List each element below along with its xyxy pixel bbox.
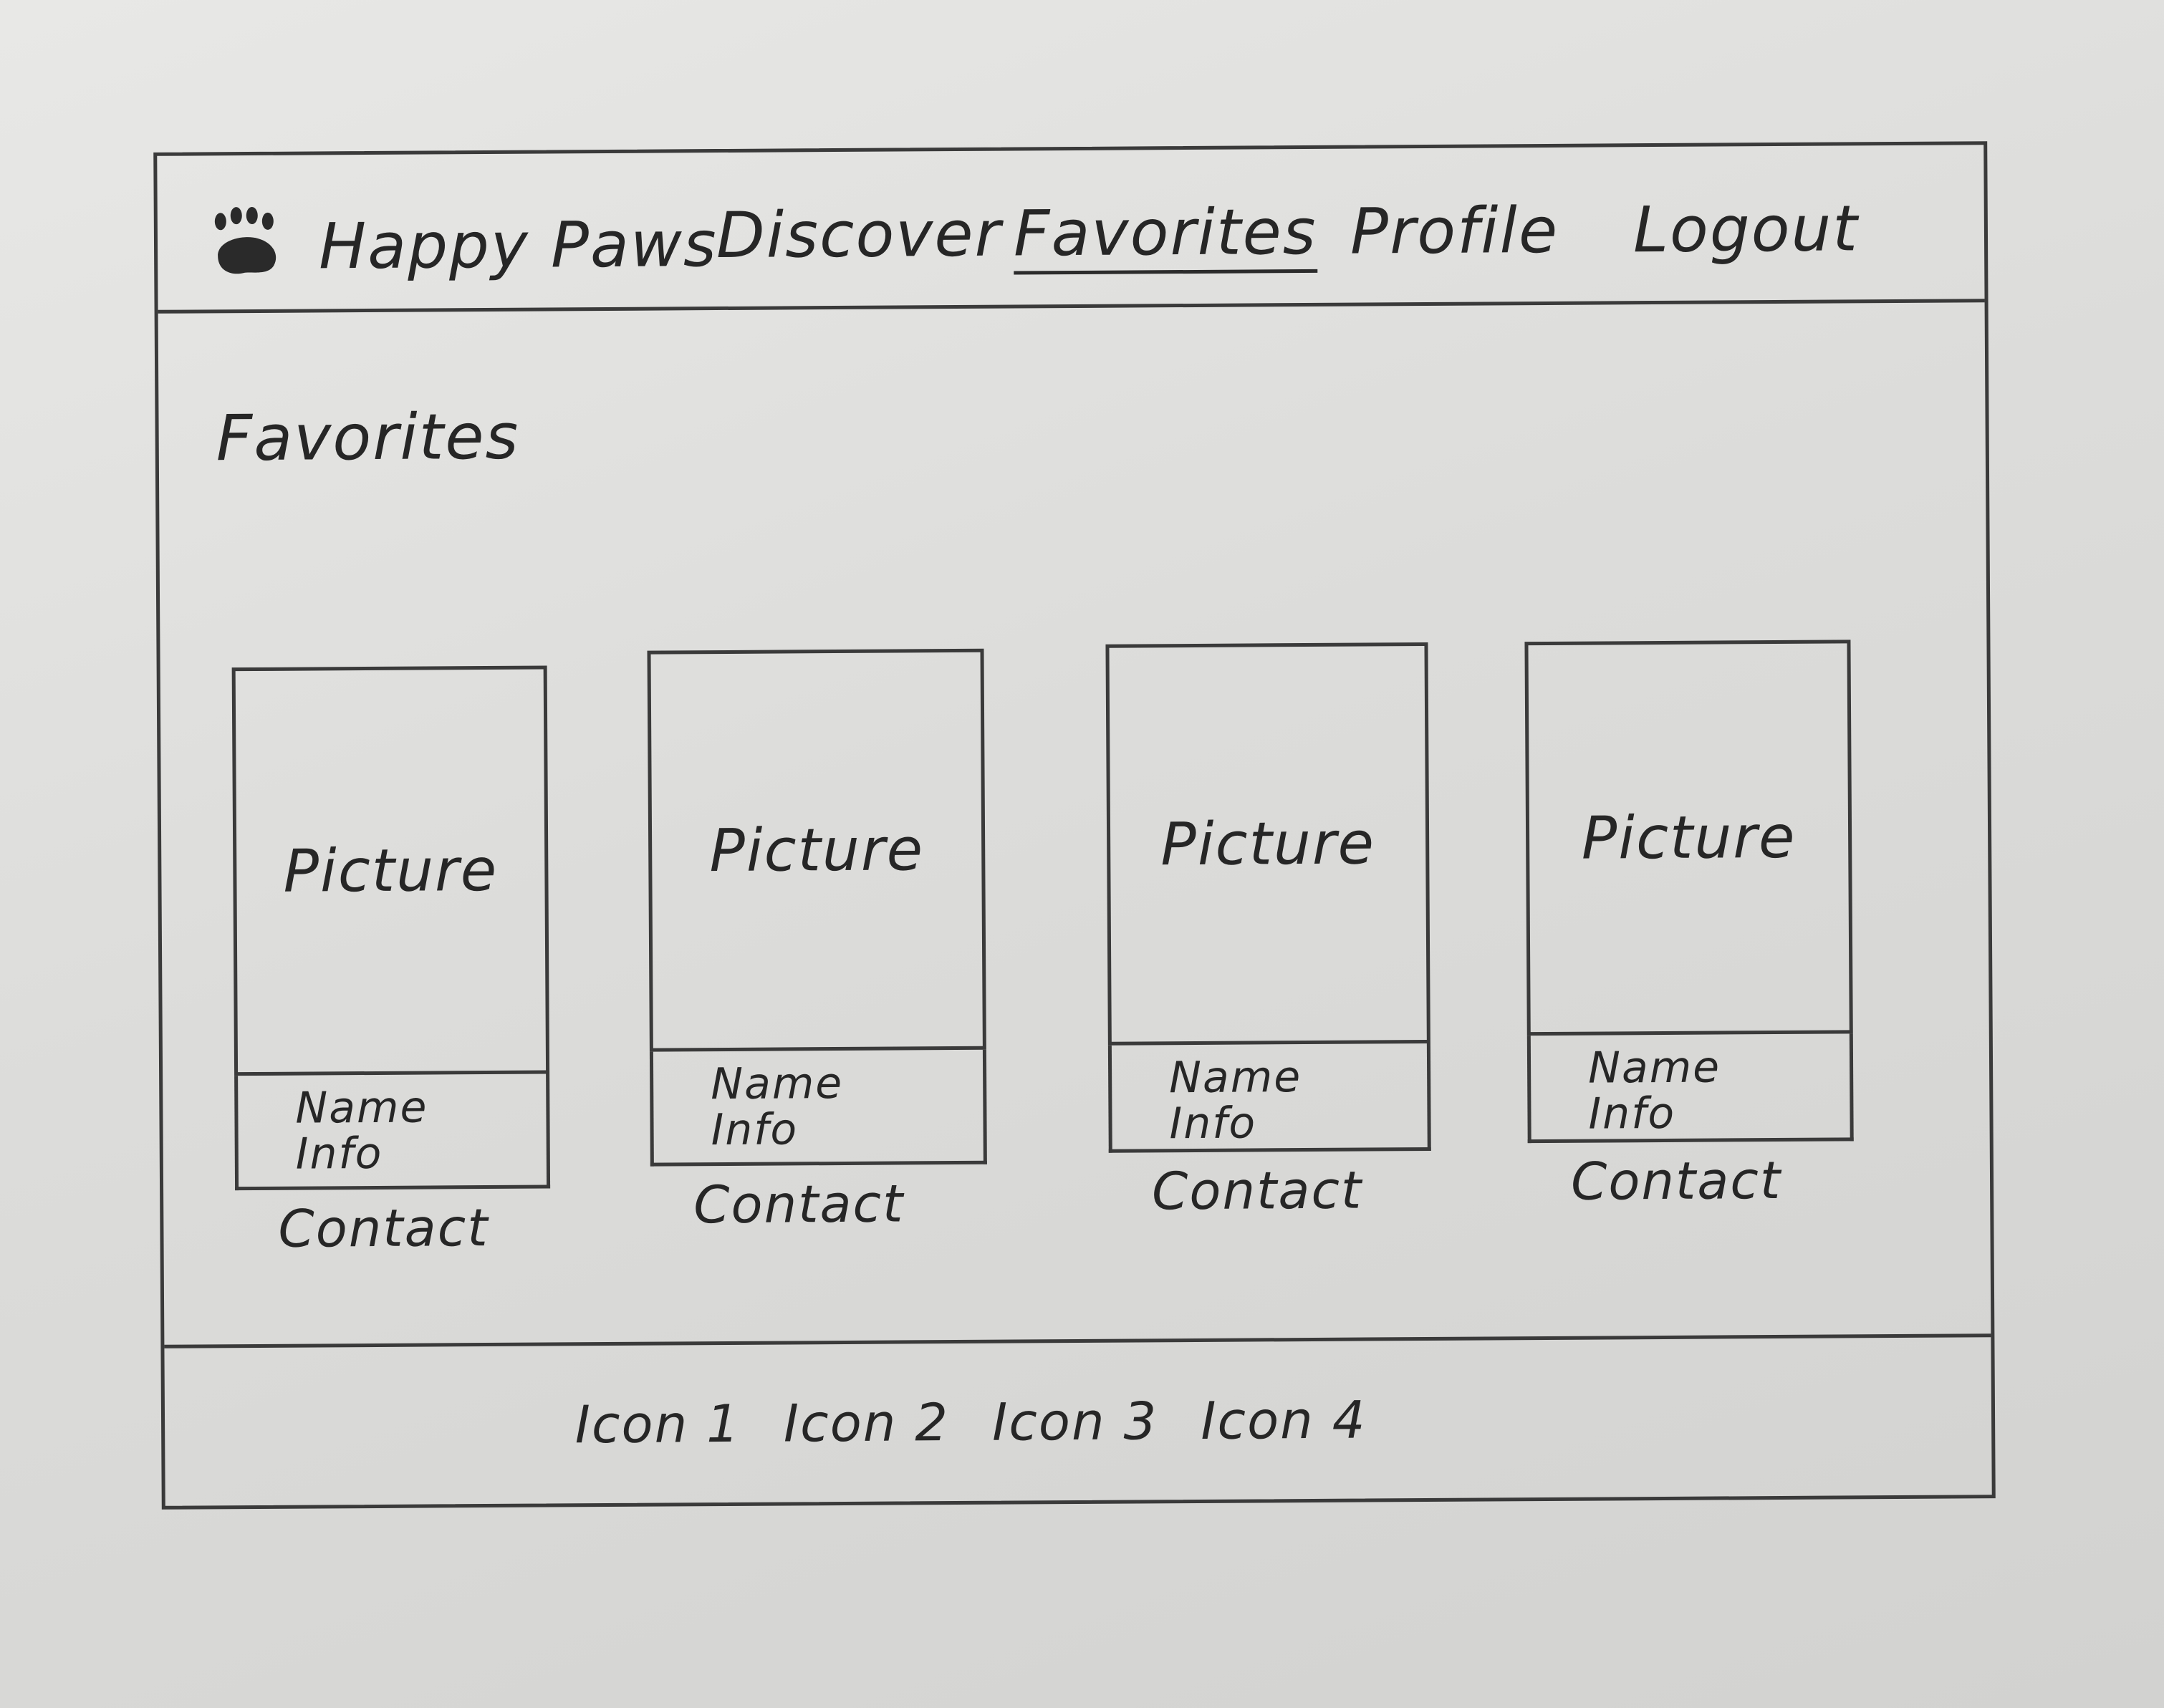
app-window: Happy Paws Discover Favorites Profile Lo… <box>153 141 1996 1510</box>
page-title: Favorites <box>216 399 520 476</box>
nav-logout[interactable]: Logout <box>1632 191 1860 267</box>
favorite-card[interactable]: Picture Name Info Contact <box>1524 640 1854 1212</box>
card-info: Info <box>711 1104 799 1156</box>
card-contact-link[interactable]: Contact <box>1151 1159 1363 1222</box>
favorite-card[interactable]: Picture Name Info Contact <box>647 648 987 1235</box>
card-name: Name <box>1168 1052 1302 1104</box>
card-picture[interactable]: Picture <box>1105 642 1430 1046</box>
card-info-box: Name Info <box>649 1049 987 1167</box>
nav-discover[interactable]: Discover <box>716 196 1002 273</box>
header-bar: Happy Paws Discover Favorites Profile Lo… <box>157 145 1985 314</box>
card-info: Info <box>1169 1098 1257 1149</box>
favorite-card[interactable]: Picture Name Info Contact <box>231 665 551 1259</box>
nav-favorites[interactable]: Favorites <box>1014 195 1317 275</box>
nav-profile[interactable]: Profile <box>1350 193 1559 269</box>
brand-name[interactable]: Happy Paws <box>318 207 718 284</box>
footer-bar: Icon 1 Icon 2 Icon 3 Icon 4 <box>164 1333 1992 1506</box>
card-picture[interactable]: Picture <box>647 648 986 1052</box>
card-info-box: Name Info <box>1526 1033 1854 1144</box>
card-contact-link[interactable]: Contact <box>693 1173 905 1235</box>
card-picture[interactable]: Picture <box>1524 640 1853 1036</box>
card-info: Info <box>295 1128 383 1179</box>
favorite-card[interactable]: Picture Name Info Contact <box>1105 642 1431 1222</box>
footer-icon-1[interactable]: Icon 1 <box>574 1393 741 1455</box>
card-info-box: Name Info <box>1107 1043 1431 1153</box>
footer-icon-2[interactable]: Icon 2 <box>783 1392 950 1454</box>
footer-icon-3[interactable]: Icon 3 <box>991 1391 1158 1452</box>
paw-icon[interactable] <box>208 206 287 285</box>
card-contact-link[interactable]: Contact <box>278 1197 489 1259</box>
card-contact-link[interactable]: Contact <box>1570 1149 1782 1212</box>
card-picture[interactable]: Picture <box>231 665 550 1076</box>
card-name: Name <box>295 1082 428 1134</box>
card-name: Name <box>710 1058 844 1110</box>
card-info: Info <box>1588 1088 1676 1139</box>
card-info-box: Name Info <box>234 1073 551 1191</box>
card-name: Name <box>1587 1042 1721 1094</box>
footer-icon-4[interactable]: Icon 4 <box>1201 1389 1367 1451</box>
